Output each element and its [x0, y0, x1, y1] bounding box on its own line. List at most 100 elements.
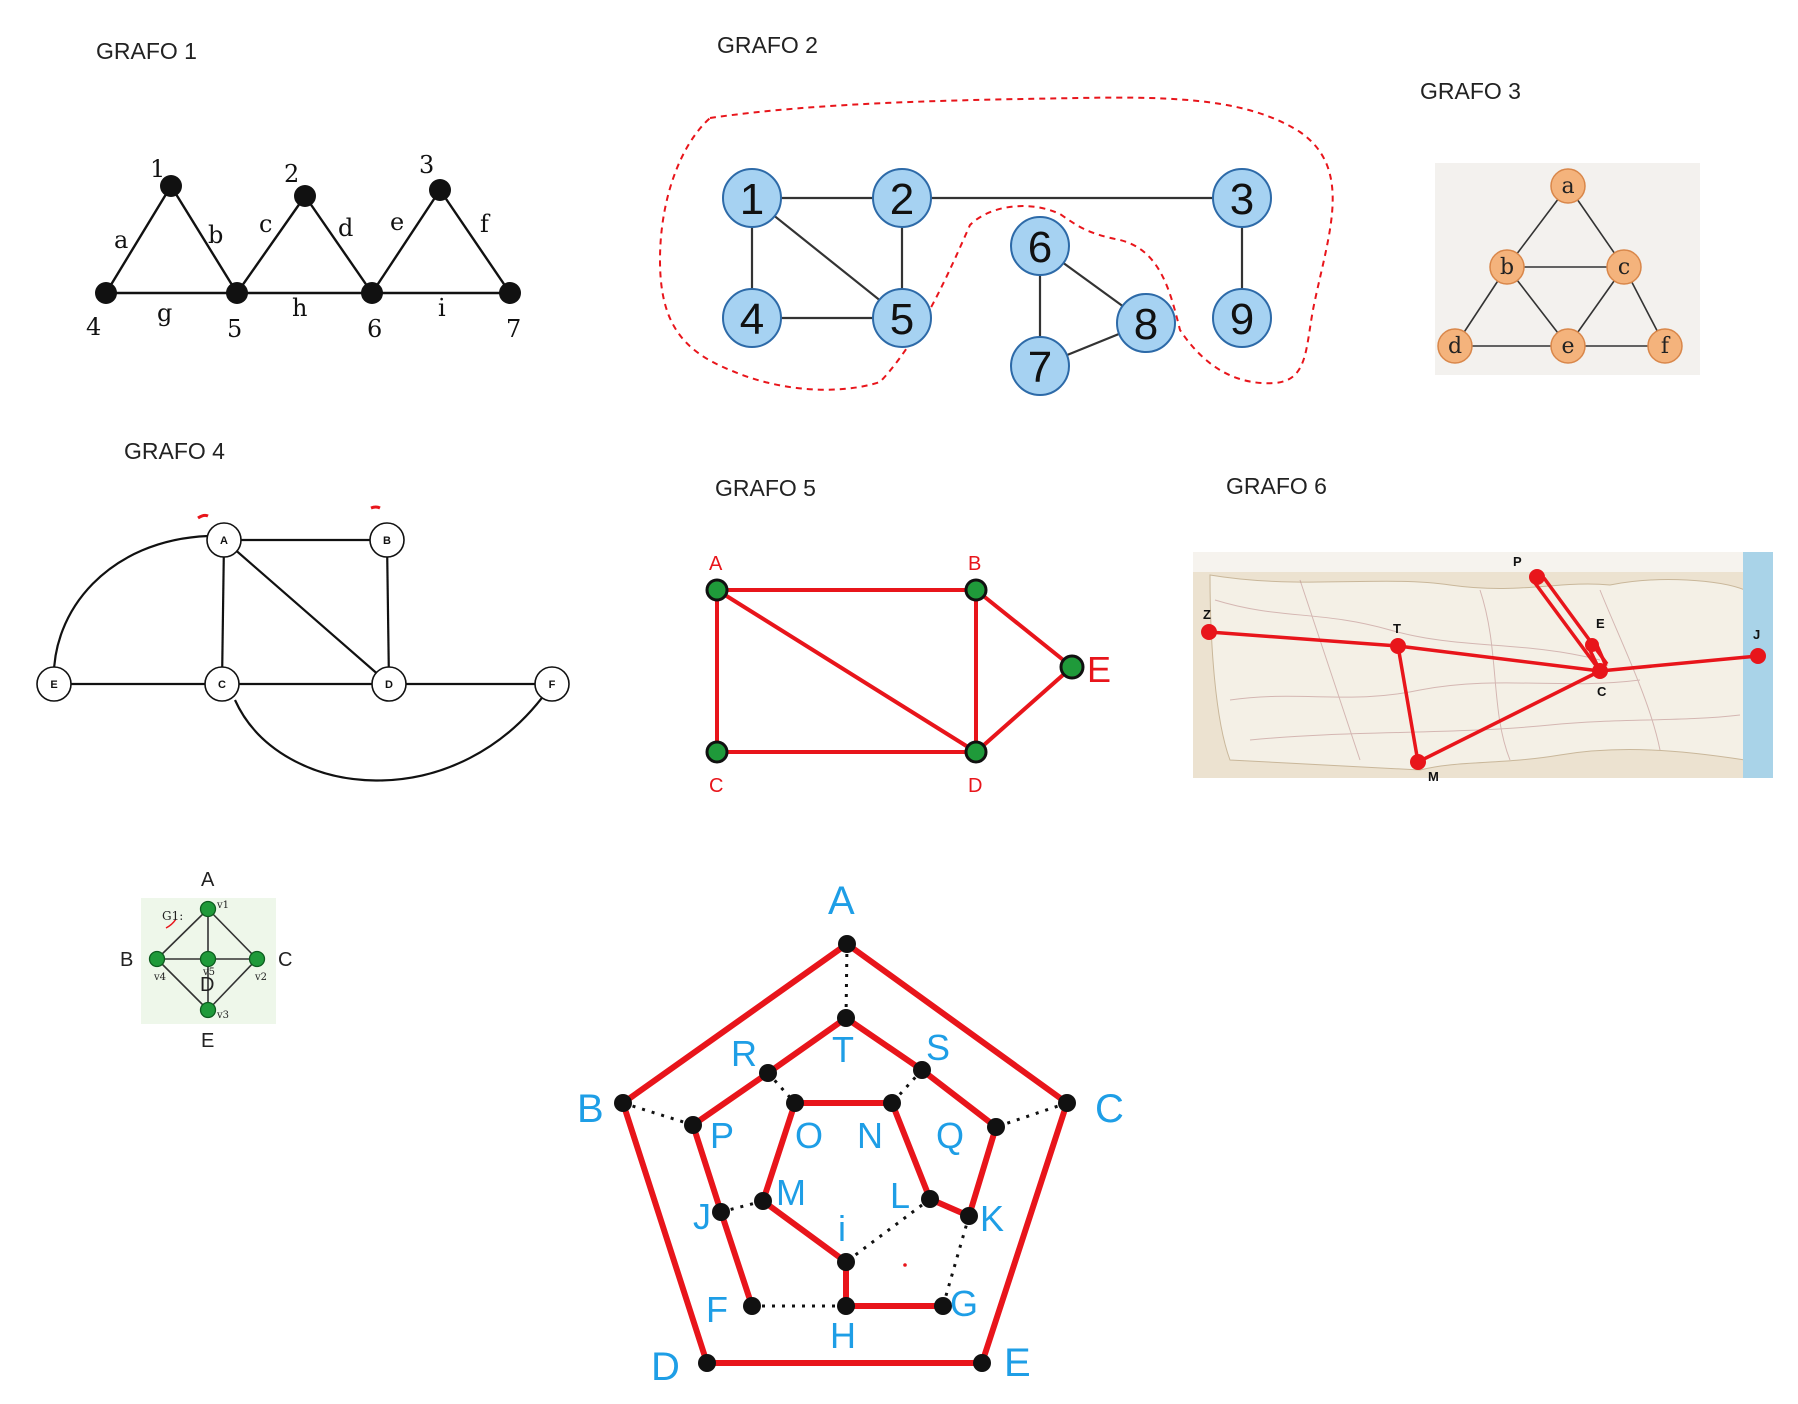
- graph-4-labels: A B C D E F: [50, 535, 555, 691]
- g6-nodes: [1201, 569, 1766, 770]
- dd-node-K: [960, 1207, 978, 1225]
- g6-node-J: [1750, 648, 1766, 664]
- g7-edge-A-B: [156, 908, 209, 960]
- g1-edge-label-d: d: [338, 214, 353, 242]
- graph-3-labels: a b c d e f: [1448, 174, 1671, 359]
- title-grafo-1: GRAFO 1: [96, 38, 197, 64]
- g2-node-3: [1212, 168, 1272, 228]
- dd-node-F: [743, 1297, 761, 1315]
- g5-label-C: C: [709, 775, 723, 797]
- dd-node-i: [837, 1253, 855, 1271]
- g6-state-shape: [1209, 574, 1746, 771]
- g5-label-A: A: [709, 553, 723, 575]
- g6-edge-M-C: [1417, 669, 1601, 764]
- g5-label-D: D: [968, 775, 982, 797]
- g2-label-7: 7: [1028, 343, 1052, 392]
- dd-label-A: A: [828, 879, 855, 923]
- dd-node-E: [973, 1354, 991, 1372]
- dd-node-H: [837, 1297, 855, 1315]
- graph-4-edges: [52, 534, 553, 782]
- dd-label-C: C: [1095, 1087, 1124, 1131]
- g4-node-E: [36, 666, 72, 702]
- graph-1-labels: 1 2 3 4 5 6 7 a b c d e f g h i: [86, 151, 521, 343]
- g3-node-e: [1550, 328, 1586, 364]
- g4-edge-C-F-arc: [233, 683, 553, 782]
- dd-node-A: [838, 935, 856, 953]
- g4-node-F: [534, 666, 570, 702]
- dd-label-L: L: [890, 1175, 910, 1216]
- g1-node-6: [361, 282, 383, 304]
- g7-subscripts: v1 v2 v3 v4 v5 G1:: [153, 900, 267, 1021]
- g6-road-6: [1249, 714, 1741, 741]
- dd-node-T: [837, 1009, 855, 1027]
- g1-node-1: [160, 175, 182, 197]
- g7-labels: A B C D E: [120, 869, 292, 1052]
- graph-5-labels: A B C D E: [709, 553, 1111, 797]
- title-grafo-2: GRAFO 2: [717, 32, 818, 58]
- g2-dashed-region: [658, 96, 1334, 391]
- g2-node-6: [1010, 216, 1070, 276]
- g4-label-E: E: [50, 679, 57, 691]
- g2-label-1: 1: [740, 175, 764, 224]
- dd-path-P-R-T-S-Q-K: [691, 1015, 999, 1217]
- g1-label-5: 5: [227, 315, 242, 343]
- g2-label-4: 4: [740, 295, 764, 344]
- dodeca-labels: A B C D E F G H i J K L M N O P Q R S T: [577, 879, 1124, 1389]
- g1-label-2: 2: [284, 160, 299, 188]
- dd-node-L: [921, 1190, 939, 1208]
- g7-label-A: A: [201, 869, 215, 891]
- dd-node-P: [684, 1116, 702, 1134]
- g1-edge-b: [169, 185, 239, 294]
- g6-labels: P Z T E J C M: [1203, 554, 1760, 784]
- g1-edge-label-i: i: [438, 294, 446, 322]
- dd-node-S: [913, 1061, 931, 1079]
- g1-edge-label-b: b: [208, 221, 223, 249]
- dd-label-E: E: [1004, 1341, 1031, 1385]
- g1-label-6: 6: [367, 315, 382, 343]
- dd-node-R: [759, 1064, 777, 1082]
- g1-edge-label-f: f: [480, 210, 491, 238]
- g7-edges: [156, 908, 258, 1011]
- dd-label-J: J: [693, 1196, 711, 1237]
- g1-edge-label-h: h: [292, 294, 307, 322]
- g4-edge-A-C: [220, 539, 226, 685]
- g5-node-B: [964, 578, 988, 602]
- dodeca-nodes: [614, 935, 1076, 1372]
- graph-2-nodes: [722, 168, 1272, 396]
- g6-label-P: P: [1513, 554, 1522, 569]
- g7-node-D: [199, 950, 217, 968]
- g7-node-C: [248, 950, 266, 968]
- g7-sub-v1: v1: [216, 900, 229, 911]
- g7-sub-v5: v5: [202, 967, 215, 978]
- g1-edge-e: [370, 189, 442, 294]
- title-grafo-3: GRAFO 3: [1420, 78, 1521, 104]
- g5-label-B: B: [968, 553, 981, 575]
- g3-label-a: a: [1561, 174, 1574, 199]
- dd-edge-C-Q: [995, 1101, 1068, 1129]
- graph-1: [104, 185, 511, 295]
- g4-edge-A-D: [223, 539, 390, 685]
- g3-node-d: [1437, 328, 1473, 364]
- graph-2-labels: 1 2 3 4 5 6 7 8 9: [740, 175, 1254, 392]
- g6-edge-T-C: [1397, 644, 1601, 673]
- g4-label-C: C: [218, 679, 226, 691]
- dd-node-B: [614, 1094, 632, 1112]
- g4-node-D: [371, 666, 407, 702]
- g7-label-E: E: [201, 1030, 214, 1052]
- g3-label-e: e: [1561, 334, 1574, 359]
- dd-node-O: [786, 1094, 804, 1112]
- g6-node-M: [1410, 754, 1426, 770]
- g4-red-mark-2: [370, 505, 381, 510]
- g5-node-D: [964, 740, 988, 764]
- dd-edge-S-N: [890, 1068, 924, 1105]
- g6-label-T: T: [1393, 621, 1401, 636]
- title-grafo-6: GRAFO 6: [1226, 473, 1327, 499]
- graph-5-nodes: [705, 578, 1085, 764]
- g7-label-C: C: [278, 949, 292, 971]
- dd-label-M: M: [776, 1172, 806, 1213]
- dd-edge-R-O: [766, 1071, 797, 1105]
- g6-node-C: [1592, 663, 1608, 679]
- g6-node-Z: [1201, 624, 1217, 640]
- g2-node-7: [1010, 336, 1070, 396]
- g6-node-E: [1585, 638, 1599, 652]
